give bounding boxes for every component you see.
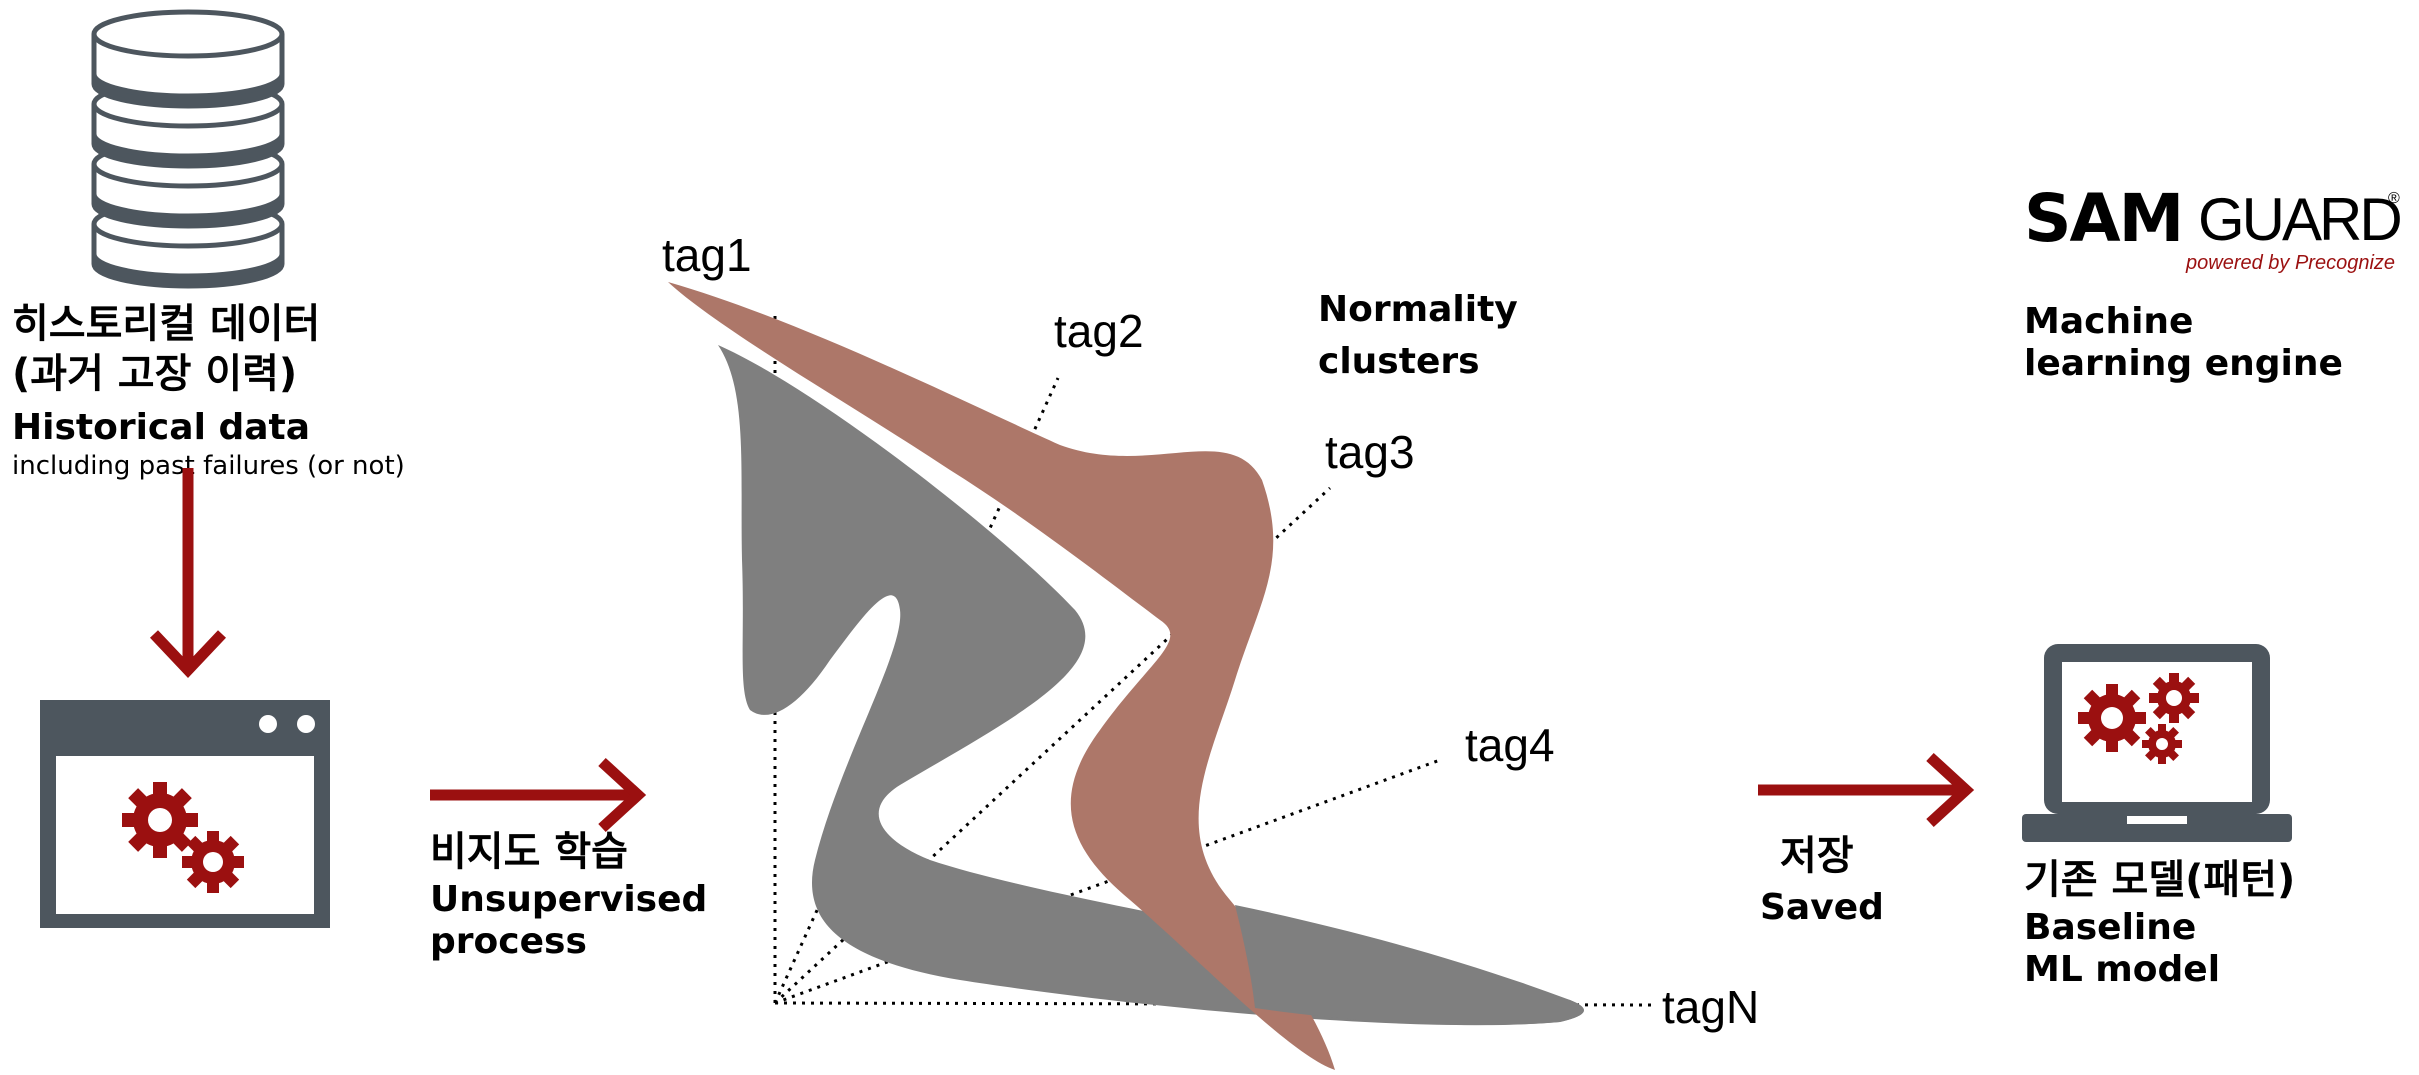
historical-korean-sublabel: (과거 고장 이력) — [12, 351, 298, 397]
gray-tail-overlap — [1235, 905, 1584, 1026]
historical-subtitle: including past failures (or not) — [12, 451, 405, 481]
process-window-icon — [40, 700, 330, 928]
rose-cluster-shape — [668, 282, 1335, 1070]
baseline-label-line1: Baseline — [2024, 907, 2197, 948]
baseline-korean-label: 기존 모델(패턴) — [2024, 857, 2296, 903]
axis-tag4 — [774, 758, 1441, 1005]
logo-powered-by: powered by Precognize — [2186, 252, 2396, 274]
unsupervised-korean-label: 비지도 학습 — [430, 829, 628, 875]
laptop-icon — [2022, 644, 2292, 842]
unsupervised-label-line1: Unsupervised — [430, 879, 708, 920]
axis-tagN — [774, 1001, 1656, 1007]
logo-sam: SAM — [2024, 180, 2184, 257]
samguard-logo: SAM GUARD ® powered by Precognize — [2024, 182, 2414, 282]
tag1-label: tag1 — [662, 229, 752, 281]
normality-clusters-line1: Normality — [1318, 289, 1518, 330]
gray-cluster-shape — [718, 345, 1584, 1026]
engine-label-line1: Machine — [2024, 301, 2194, 342]
tag2-label: tag2 — [1054, 305, 1144, 357]
logo-guard: GUARD — [2198, 186, 2403, 253]
tagN-label: tagN — [1662, 981, 1760, 1033]
unsupervised-label-line2: process — [430, 921, 587, 962]
engine-label-line2: learning engine — [2024, 343, 2343, 384]
historical-title: Historical data — [12, 407, 311, 448]
tag4-label: tag4 — [1465, 719, 1555, 771]
arrow-right-icon-2 — [1758, 752, 1975, 828]
normality-clusters-line2: clusters — [1318, 341, 1480, 382]
arrow-right-icon — [430, 757, 647, 833]
tag3-label: tag3 — [1325, 426, 1415, 478]
historical-korean-label: 히스토리컬 데이터 — [12, 301, 321, 347]
arrow-down-icon — [150, 468, 226, 679]
baseline-label-line2: ML model — [2024, 949, 2221, 990]
database-icon — [91, 9, 285, 289]
saved-label: Saved — [1760, 887, 1884, 928]
saved-korean-label: 저장 — [1780, 833, 1854, 879]
logo-registered: ® — [2388, 190, 2400, 207]
